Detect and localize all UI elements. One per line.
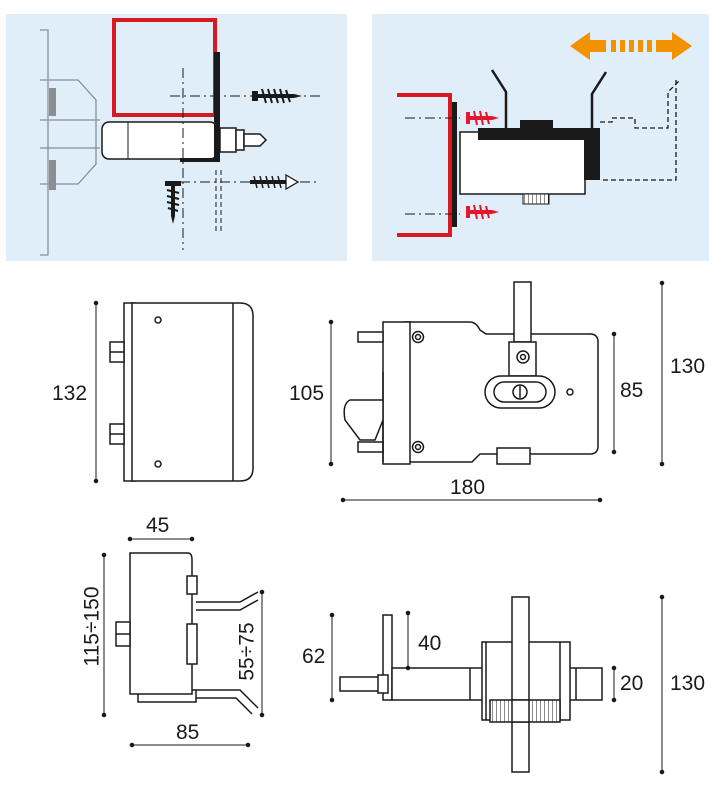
dim-top-total-height: 130 xyxy=(670,355,706,378)
bolt-cylinder xyxy=(101,121,218,160)
front-view xyxy=(109,302,254,482)
screw-icon xyxy=(165,181,181,224)
screw-icon xyxy=(466,204,499,220)
install-side-view xyxy=(397,32,692,237)
dim-bottom-small-height: 20 xyxy=(620,672,644,695)
dim-side-width: 45 xyxy=(146,514,170,537)
dimension-line-132 xyxy=(93,300,99,484)
dim-bottom-mid-height: 40 xyxy=(418,632,442,655)
install-top-view xyxy=(40,18,320,256)
red-post xyxy=(112,18,217,117)
dim-side-height-range: 115÷150 xyxy=(80,586,104,667)
dimension-lines-top xyxy=(328,280,665,503)
double-arrow-icon xyxy=(570,32,692,60)
dim-front-height: 132 xyxy=(52,382,88,405)
side-view xyxy=(115,552,259,715)
dim-top-inner-height: 105 xyxy=(289,382,325,405)
dim-bottom-total-height: 130 xyxy=(670,672,706,695)
bottom-view xyxy=(339,596,603,773)
top-view xyxy=(343,281,599,465)
gate-dashed xyxy=(600,79,681,181)
gate-hinge-top xyxy=(49,88,56,116)
screw-icon xyxy=(252,88,302,104)
dimension-lines-side xyxy=(101,536,265,748)
dim-top-plate-height: 85 xyxy=(620,379,644,402)
dim-side-inner-range: 55÷75 xyxy=(235,622,259,681)
dimension-lines-bottom xyxy=(329,594,665,775)
dim-side-depth: 85 xyxy=(176,721,200,744)
lock-body xyxy=(459,131,586,195)
screw-icon xyxy=(466,110,499,126)
dim-top-width: 180 xyxy=(450,476,486,499)
gate-hinge-bottom xyxy=(49,160,56,190)
dim-bottom-left-height: 62 xyxy=(302,645,326,668)
gate-outline xyxy=(40,29,100,256)
red-frame xyxy=(397,93,452,237)
bracket xyxy=(180,52,220,162)
screw-icon xyxy=(250,173,300,191)
